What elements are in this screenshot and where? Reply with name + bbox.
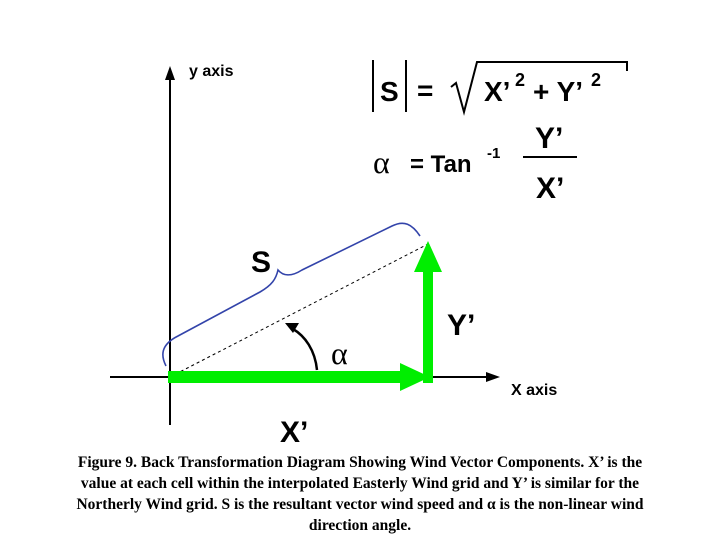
angle-formula-equals-tan: = Tan: [410, 151, 472, 178]
y-axis-label: y axis: [189, 63, 234, 80]
y-axis-arrowhead: [165, 66, 175, 80]
caption-line-2: value at each cell within the interpolat…: [80, 475, 640, 492]
caption-line-3: Northerly Wind grid. S is the resultant …: [76, 496, 644, 513]
speed-formula-plus: + Y’: [533, 76, 583, 107]
angle-formula-alpha: α: [373, 144, 390, 180]
speed-formula-exp2: 2: [591, 70, 601, 90]
figure-caption: Figure 9. Back Transformation Diagram Sh…: [10, 452, 710, 536]
angle-arc-arrowhead: [285, 323, 299, 333]
alpha-label: α: [331, 335, 348, 371]
x-prime-label: X’: [280, 416, 308, 449]
speed-formula-exp1: 2: [515, 70, 525, 90]
speed-formula-x-term: X’: [484, 76, 510, 107]
x-axis-arrowhead: [486, 372, 500, 382]
y-prime-vector-shaft: [423, 270, 433, 383]
angle-formula-exponent: -1: [487, 145, 500, 162]
y-prime-label: Y’: [447, 309, 475, 342]
speed-formula-equals: =: [417, 75, 433, 106]
y-prime-vector-arrowhead: [414, 241, 442, 272]
resultant-vector-line: [169, 243, 429, 378]
sqrt-radical: [450, 61, 628, 116]
x-axis-label: X axis: [511, 382, 557, 399]
x-prime-vector-shaft: [168, 371, 402, 383]
s-label: S: [251, 246, 271, 279]
s-brace: [162, 222, 421, 367]
caption-line-4: direction angle.: [308, 517, 412, 534]
angle-formula-numerator: Y’: [535, 122, 563, 155]
x-prime-vector-arrowhead: [400, 363, 430, 391]
angle-arc: [292, 327, 319, 371]
speed-formula-lhs: S: [380, 76, 399, 107]
caption-line-1: Figure 9. Back Transformation Diagram Sh…: [77, 454, 643, 471]
angle-formula-denominator: X’: [536, 172, 564, 205]
